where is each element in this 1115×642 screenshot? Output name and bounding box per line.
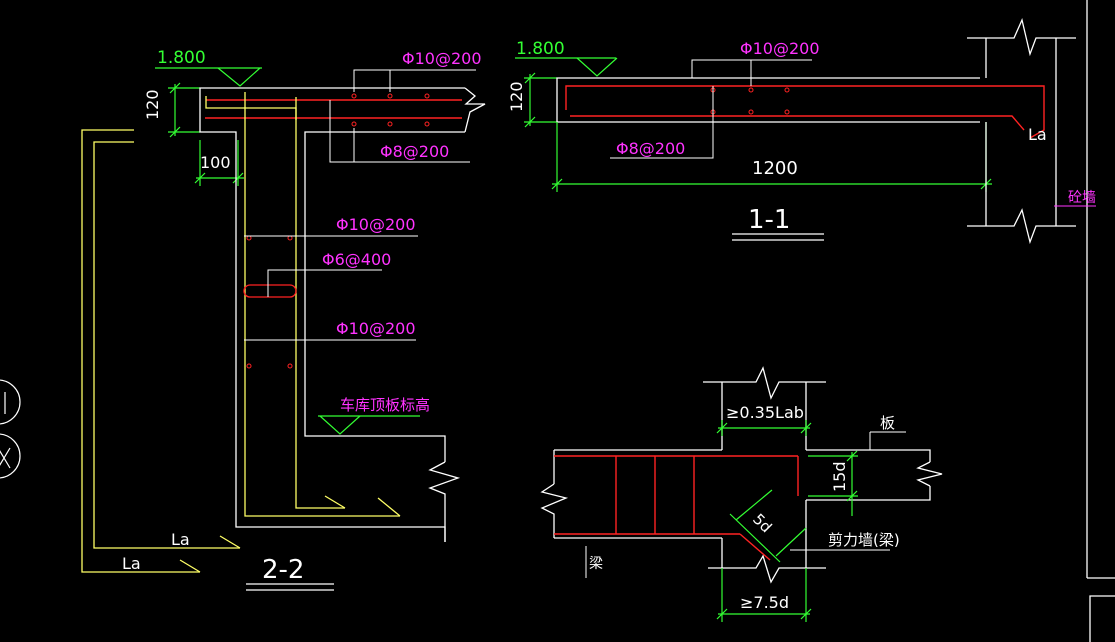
width-dimension (194, 140, 244, 186)
joint-detail: ≥0.35Lab 15d 板 5d 剪力墙(梁) 梁 (540, 366, 943, 622)
bottom-dimension (716, 568, 812, 622)
left-edge-fragments (0, 379, 21, 479)
anchor-label-2: La (122, 554, 141, 573)
width-label: 100 (200, 153, 231, 172)
leader-lines (244, 69, 476, 341)
rebar-bottom-label: Φ8@200 (380, 142, 449, 161)
15d-dimension (808, 450, 858, 516)
rebar-tie-label: Φ6@400 (322, 250, 391, 269)
anchor-label-1: La (171, 530, 190, 549)
wall-rebar (205, 92, 401, 517)
thickness-label-1-1: 120 (507, 81, 526, 112)
slab-rebar-dots (710, 87, 790, 115)
detail-outline (540, 366, 943, 584)
garage-roof-label: 车库顶板标高 (340, 396, 430, 414)
top-dimension (716, 420, 812, 436)
elevation-label: 1.800 (157, 48, 206, 68)
rebar-dots (246, 93, 430, 369)
5d-dimension (729, 489, 807, 563)
leader-lines-1-1 (610, 59, 812, 159)
section-2-2: 1.800 120 100 (81, 48, 486, 591)
beam-label: 梁 (589, 556, 603, 572)
bottom-dimension-label: ≥7.5d (740, 593, 789, 612)
garage-roof-elevation: 车库顶板标高 (318, 396, 430, 435)
wall-outline (967, 0, 1115, 642)
rebar-bottom-label-1-1: Φ8@200 (616, 139, 685, 158)
slab-outline (556, 77, 1057, 123)
length-label: 1200 (752, 158, 798, 179)
elevation-marker: 1.800 (155, 48, 262, 87)
section-1-1-title: 1-1 (748, 205, 790, 235)
5d-label: 5d (749, 510, 775, 536)
shear-wall-label: 剪力墙(梁) (828, 531, 900, 549)
15d-label: 15d (830, 461, 849, 492)
rebar-wall-label-1: Φ10@200 (336, 215, 416, 234)
rebar-top-label: Φ10@200 (402, 49, 482, 68)
rebar-top-label-1-1: Φ10@200 (740, 39, 820, 58)
section-2-2-title: 2-2 (262, 555, 304, 585)
anchorage-lines (81, 129, 241, 573)
elevation-label-1-1: 1.800 (516, 39, 565, 59)
detail-rebars (554, 455, 799, 561)
thickness-dimension (168, 82, 200, 138)
anchor-label-1-1: La (1028, 125, 1047, 144)
wall-label: 砼墙 (1068, 190, 1096, 206)
rebar-wall-label-2: Φ10@200 (336, 319, 416, 338)
slab-label: 板 (880, 414, 895, 432)
concrete-outline (199, 87, 486, 542)
slab-rebars (565, 85, 1045, 139)
thickness-dimension-1-1 (524, 72, 557, 128)
tie-hook (243, 284, 297, 298)
elevation-marker-1-1: 1.800 (515, 39, 618, 77)
section-1-1: 1.800 120 Φ10@200 Φ8@200 (507, 0, 1115, 642)
thickness-label: 120 (143, 89, 162, 120)
top-dimension-label: ≥0.35Lab (726, 403, 804, 422)
rebar-lines (205, 99, 462, 119)
